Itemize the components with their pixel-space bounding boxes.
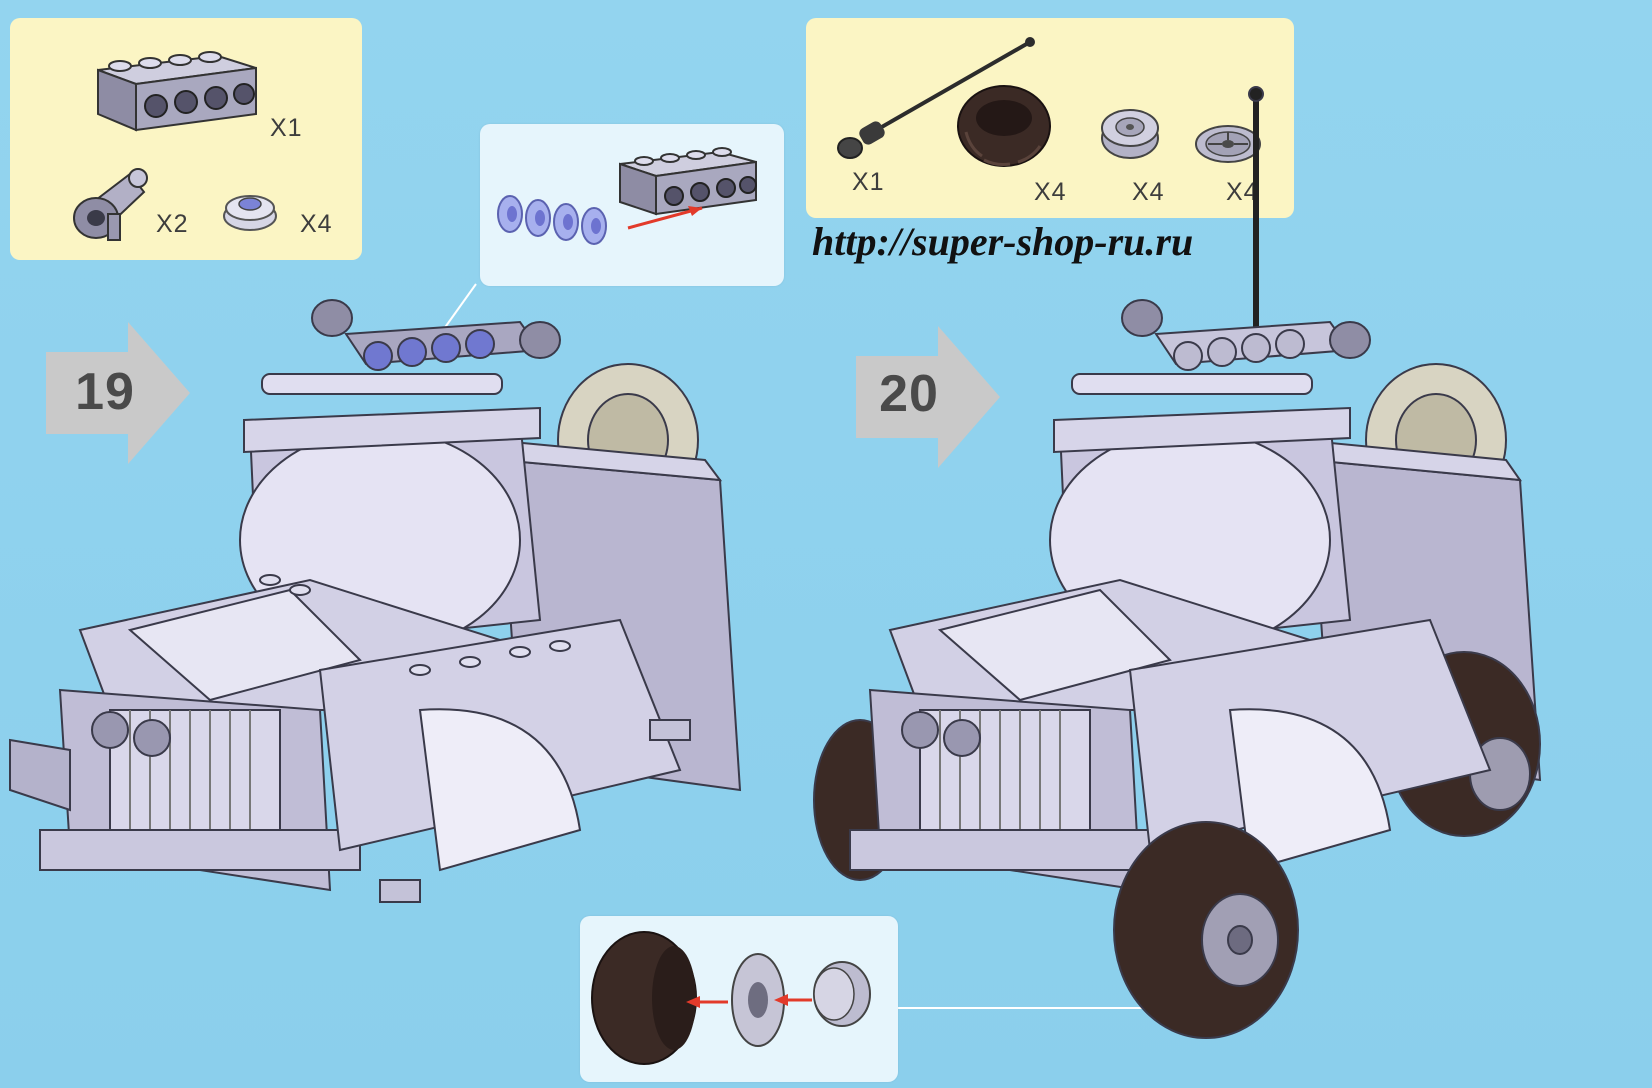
step-19-number: 19 <box>75 363 135 421</box>
step-19-detail-callout <box>480 124 784 286</box>
step-20-detail-callout <box>580 916 898 1082</box>
wheel-assembly-diagram <box>591 931 871 1065</box>
subassembly-lights-diagram <box>497 147 757 245</box>
brick-1x4-icon <box>97 51 257 132</box>
antenna-icon <box>837 37 1035 159</box>
tire-icon <box>957 85 1051 167</box>
step-20-arrow-icon <box>856 326 1000 468</box>
part-quantity: X4 <box>300 210 333 238</box>
step-20-parts-box: X1 X4 X4 X4 <box>806 18 1294 218</box>
part-quantity: X1 <box>852 168 885 196</box>
step-19-arrow-icon <box>46 322 190 464</box>
watermark-url: http://super-shop-ru.ru <box>812 219 1194 264</box>
step-19-vehicle-illustration <box>9 299 742 903</box>
part-quantity: X4 <box>1226 178 1259 206</box>
wheel-hub-icon <box>1101 109 1159 159</box>
rim-icon <box>1195 125 1261 163</box>
part-quantity: X4 <box>1132 178 1165 206</box>
step-19-parts-box: X1 X2 X4 <box>10 18 362 260</box>
part-quantity: X2 <box>156 210 189 238</box>
part-quantity: X1 <box>270 114 303 142</box>
step-20-number: 20 <box>879 365 939 423</box>
round-plate-trans-blue-icon <box>223 195 277 231</box>
step-20-vehicle-illustration <box>813 86 1542 1039</box>
part-quantity: X4 <box>1034 178 1067 206</box>
light-cone-icon <box>73 168 148 241</box>
